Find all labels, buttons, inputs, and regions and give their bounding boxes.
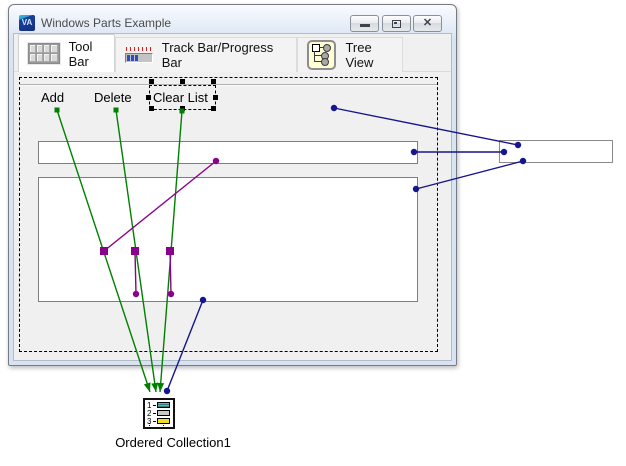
tab-label: Tree View [345, 40, 374, 70]
selection-handle[interactable] [180, 106, 185, 111]
minimize-icon [359, 24, 370, 27]
list-box[interactable] [38, 177, 418, 302]
close-button[interactable]: ✕ [413, 15, 442, 32]
oc-bar-gray [157, 410, 170, 416]
tab-tree-view[interactable]: Tree View [297, 37, 403, 72]
oc-bar-teal [157, 402, 170, 408]
selection-handle[interactable] [211, 79, 216, 84]
tab-label: Track Bar/Progress Bar [161, 40, 274, 70]
tab-tool-bar[interactable]: Tool Bar [18, 34, 115, 72]
oc-dash [153, 421, 156, 422]
text-entry-field[interactable] [38, 141, 418, 164]
minimize-button[interactable] [350, 15, 379, 32]
selection-handle[interactable] [211, 106, 216, 111]
trackbar-icon [125, 46, 153, 64]
maximize-icon [392, 19, 401, 28]
app-logo-icon: VA [19, 15, 35, 31]
tab-label: Tool Bar [68, 38, 93, 69]
selection-handle[interactable] [146, 95, 151, 100]
maximize-button[interactable] [382, 15, 411, 32]
oc-row-number: 1 [147, 401, 152, 410]
window-title: Windows Parts Example [41, 16, 172, 30]
selection-handle[interactable] [149, 106, 154, 111]
oc-dash [153, 413, 156, 414]
oc-dash [153, 405, 156, 406]
oc-ellipsis [149, 423, 150, 428]
tab-track-bar-progress-bar[interactable]: Track Bar/Progress Bar [115, 37, 297, 72]
toolbar-separator [19, 84, 437, 86]
ordered-collection-label: Ordered Collection1 [115, 435, 231, 450]
selection-handle[interactable] [180, 79, 185, 84]
toolbar-button-clear-list[interactable]: Clear List [153, 90, 208, 105]
toolbar-grid-icon [27, 42, 61, 65]
oc-row-number: 3 [147, 417, 152, 426]
oc-ellipsis [163, 423, 164, 428]
ordered-collection-icon[interactable]: 1 2 3 [143, 398, 175, 429]
selection-handle[interactable] [213, 95, 218, 100]
treeview-icon [307, 40, 337, 70]
external-entry-field[interactable] [499, 140, 613, 163]
toolbar-button-delete[interactable]: Delete [94, 90, 132, 105]
close-icon: ✕ [422, 17, 433, 29]
toolbar-button-add[interactable]: Add [41, 90, 65, 105]
selection-handle[interactable] [149, 79, 154, 84]
oc-row-number: 2 [147, 409, 152, 418]
client-selection-marquee [19, 77, 438, 352]
